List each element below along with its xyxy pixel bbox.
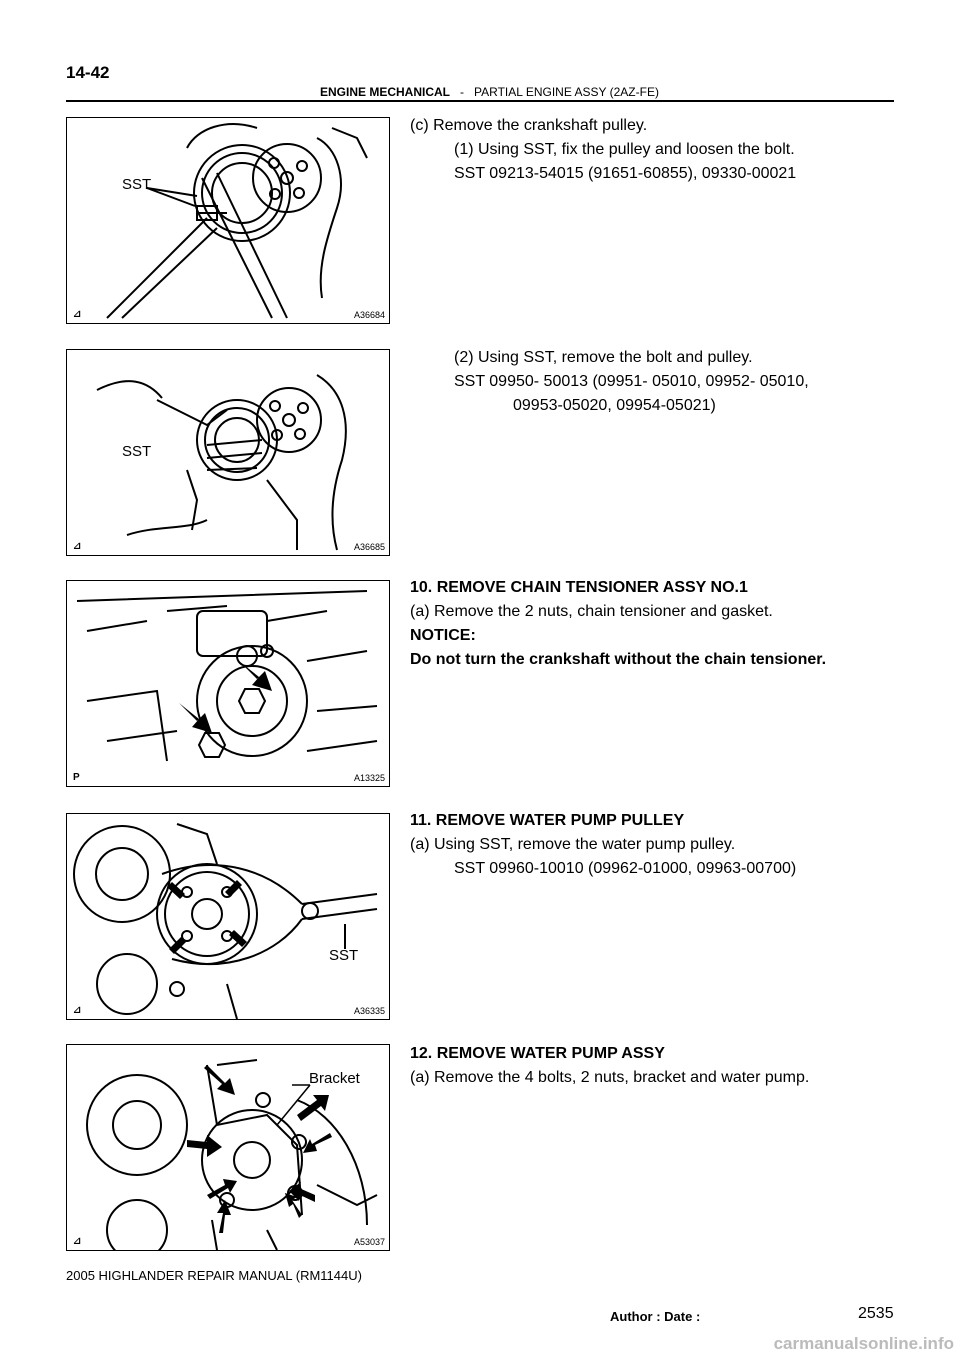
illustration-chain-tensioner (76, 590, 378, 762)
figure-mark: P (73, 772, 80, 783)
illustration-water-pump-pulley (73, 823, 378, 1019)
figure-crankshaft-pulley-remove: SST ⊿ A36685 (66, 349, 390, 556)
figure-crankshaft-pulley-loosen: SST ⊿ A36684 (66, 117, 390, 324)
figure-water-pump-pulley: SST ⊿ A36335 (66, 813, 390, 1020)
figure-mark: ⊿ (73, 1236, 82, 1247)
callout-sst: SST (122, 176, 152, 193)
step-11-sst: SST 09960-10010 (09962-01000, 09963-0070… (454, 860, 797, 877)
illustration-pulley-remove (96, 374, 347, 551)
step-11-a: (a) Using SST, remove the water pump pul… (410, 836, 736, 853)
notice-label: NOTICE: (410, 627, 476, 644)
figure-mark: ⊿ (73, 541, 82, 552)
subsection-title: PARTIAL ENGINE ASSY (2AZ-FE) (474, 85, 659, 99)
footer-page-number: 2535 (858, 1305, 894, 1322)
step-c2: (2) Using SST, remove the bolt and pulle… (454, 349, 753, 366)
figure-water-pump-assy: Bracket ⊿ A53037 (66, 1044, 390, 1251)
header-rule (66, 100, 894, 102)
author-date: Author : Date : (610, 1309, 701, 1324)
running-header: ENGINE MECHANICAL-PARTIAL ENGINE ASSY (2… (320, 85, 659, 99)
watermark: carmanualsonline.info (773, 1334, 954, 1353)
step-12-title: 12. REMOVE WATER PUMP ASSY (410, 1045, 665, 1062)
header-separator: - (460, 85, 465, 99)
step-c: (c) Remove the crankshaft pulley. (410, 117, 648, 134)
illustration-water-pump-assy (86, 1059, 378, 1250)
figure-chain-tensioner: P A13325 (66, 580, 390, 787)
step-11-title: 11. REMOVE WATER PUMP PULLEY (410, 812, 685, 829)
section-title: ENGINE MECHANICAL (320, 85, 451, 99)
step-12-a: (a) Remove the 4 bolts, 2 nuts, bracket … (410, 1069, 810, 1086)
illustration-pulley-loosen (106, 123, 368, 319)
step-c1: (1) Using SST, fix the pulley and loosen… (454, 141, 795, 158)
figure-mark: ⊿ (73, 1005, 82, 1016)
callout-sst: SST (122, 443, 152, 460)
step-c1-sst: SST 09213-54015 (91651-60855), 09330-000… (454, 165, 797, 182)
step-10-title: 10. REMOVE CHAIN TENSIONER ASSY NO.1 (410, 579, 748, 596)
callout-bracket: Bracket (309, 1070, 360, 1087)
notice-text: Do not turn the crankshaft without the c… (410, 651, 827, 668)
figure-code: A36335 (353, 1006, 385, 1016)
footer-manual: 2005 HIGHLANDER REPAIR MANUAL (RM1144U) (66, 1268, 362, 1283)
callout-sst: SST (329, 947, 359, 964)
figure-code: A36684 (353, 310, 385, 320)
step-10-a: (a) Remove the 2 nuts, chain tensioner a… (410, 603, 773, 620)
step-c2-sst-1: SST 09950- 50013 (09951- 05010, 09952- 0… (454, 373, 809, 390)
page-number: 14-42 (66, 63, 110, 82)
step-c2-sst-2: 09953-05020, 09954-05021) (513, 397, 716, 414)
figure-code: A13325 (353, 773, 385, 783)
figure-code: A36685 (353, 542, 385, 552)
figure-code: A53037 (353, 1237, 385, 1247)
figure-mark: ⊿ (73, 309, 82, 320)
